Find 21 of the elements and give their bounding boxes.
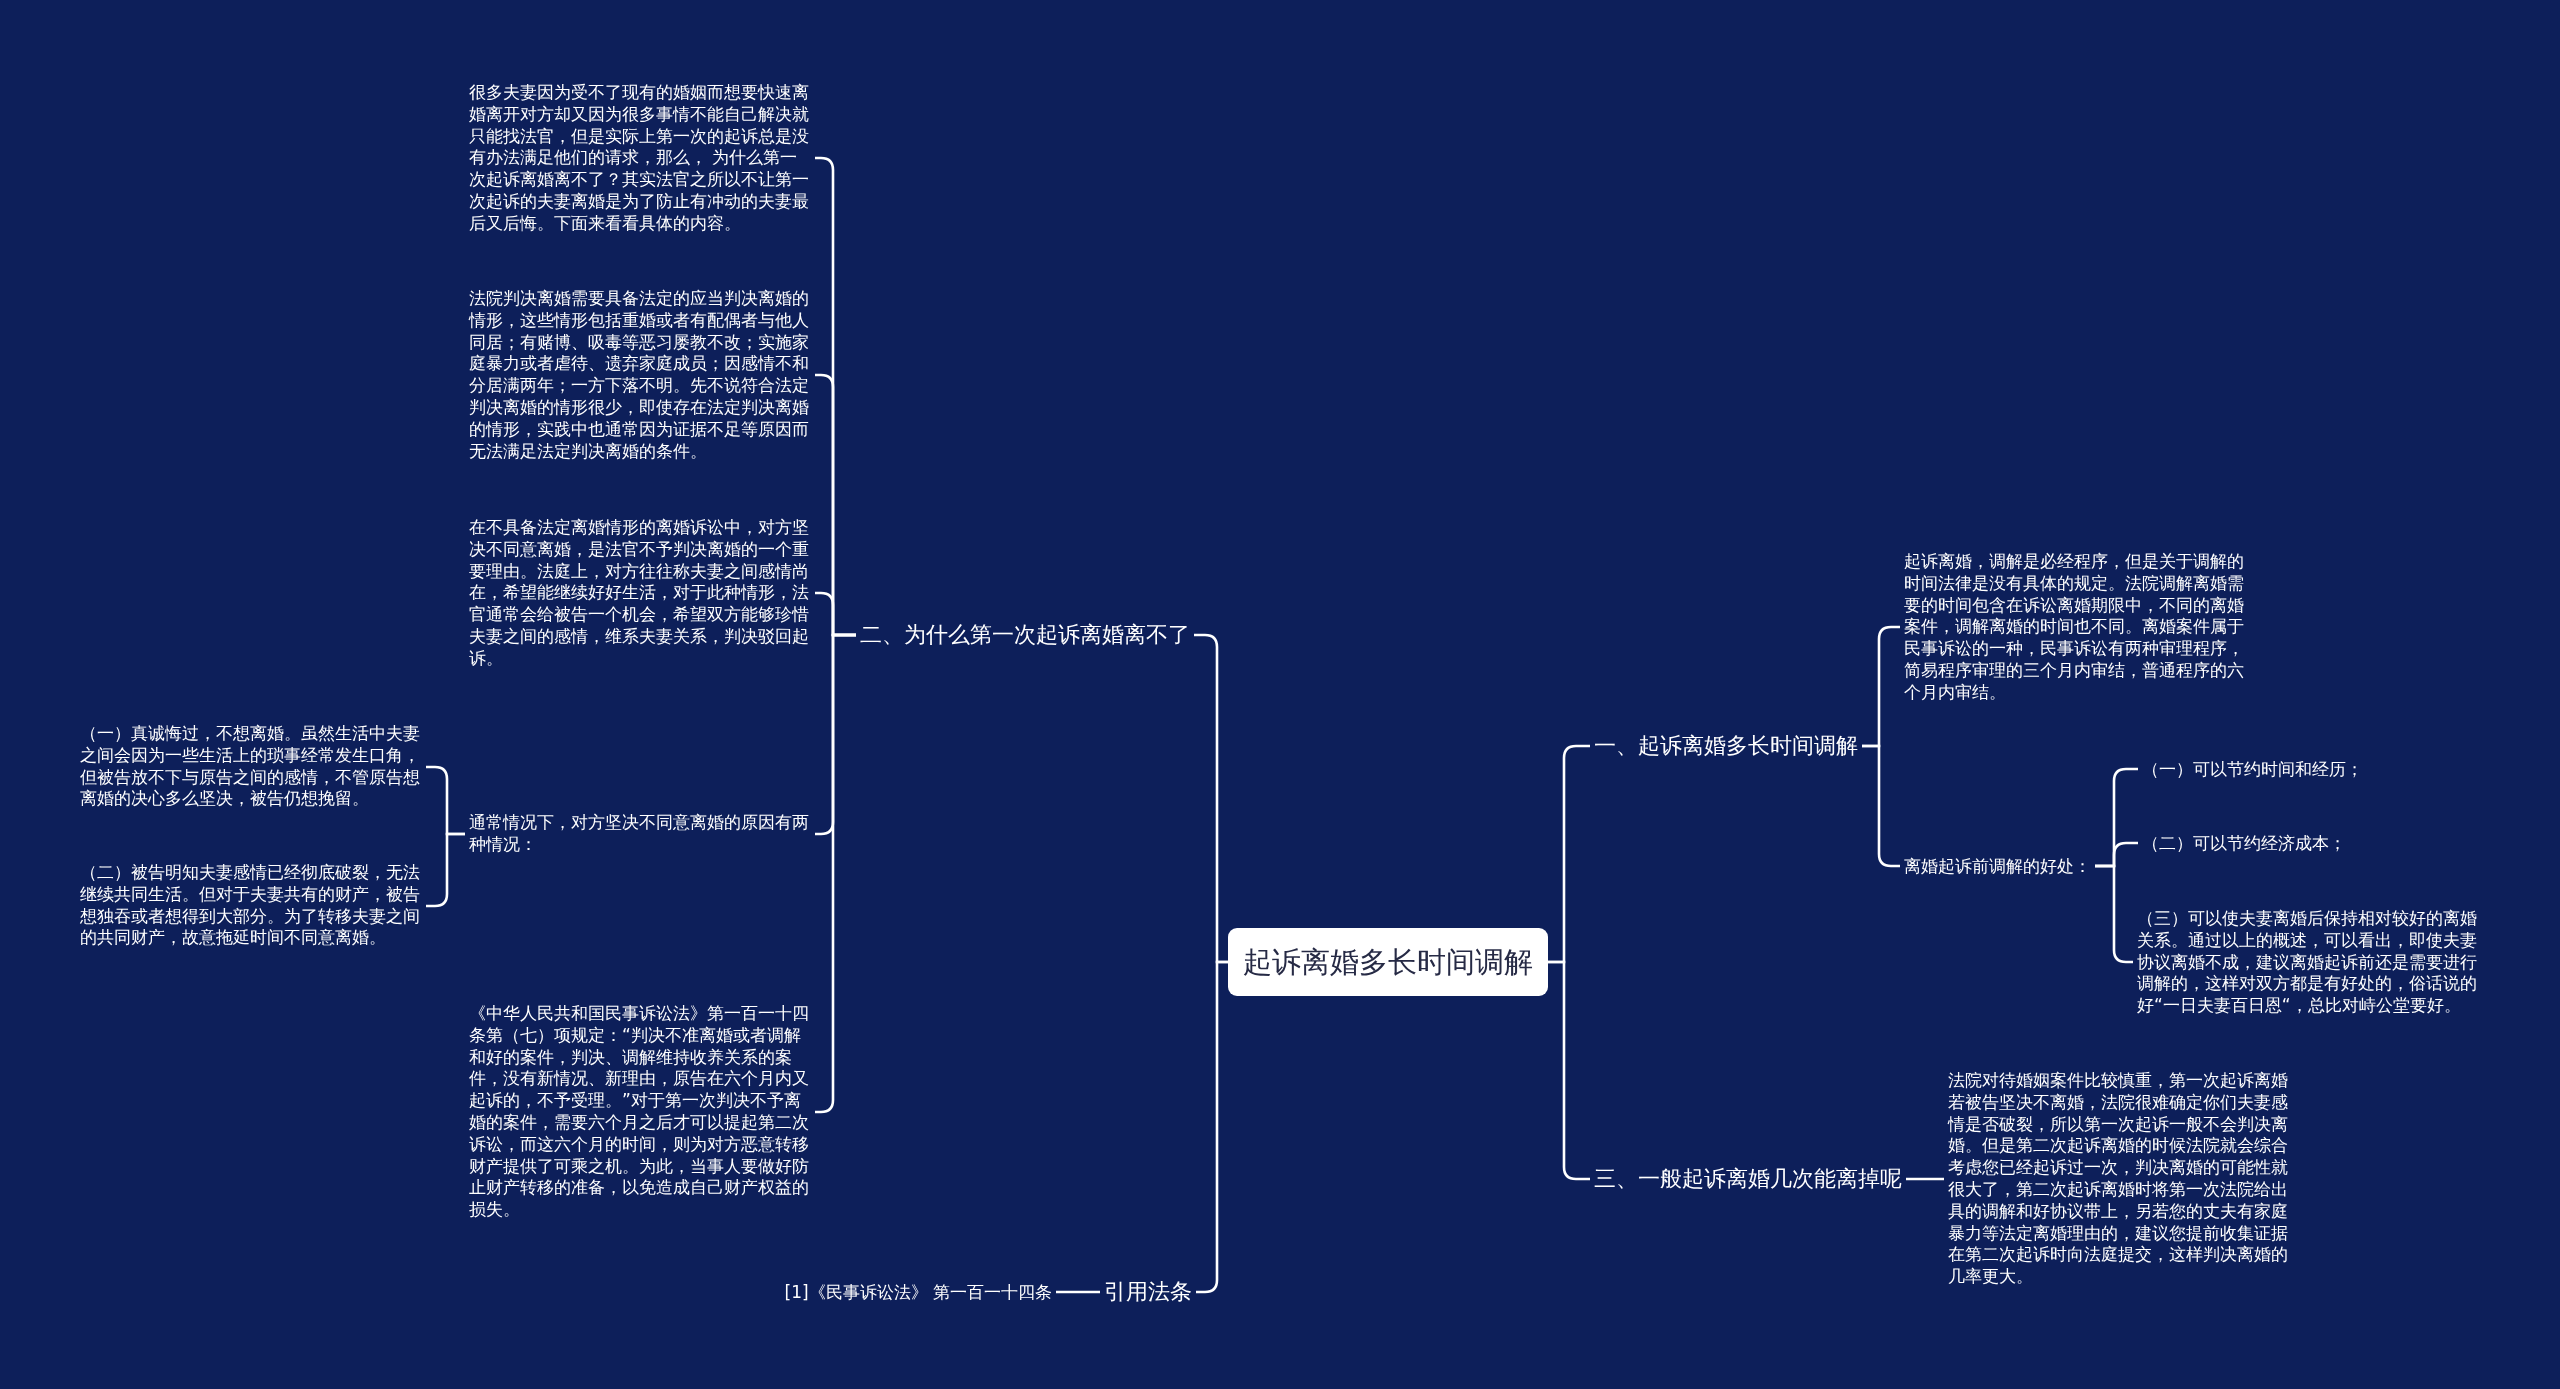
connector-line: [1906, 1177, 1944, 1181]
paragraph: 法院判决离婚需要具备法定的应当判决离婚的情形，这些情形包括重婚或者有配偶者与他人同居；有赌博、吸毒等恶习屡教不改；实施家庭暴力或者虐待、遗弃家庭成员；因感情不和分居满两年；一方下落不明。先不说符合法定判决离婚的情形很少，即使存在法定判决离婚的情形，实践中也通常因为证据不足等原因而无法满足法定判决离婚的条件。: [465, 287, 815, 463]
list-item: （二）可以节约经济成本；: [2138, 832, 2350, 854]
branch-title: 二、为什么第一次起诉离婚离不了: [856, 621, 1194, 649]
topic-box: 起诉离婚多长时间调解: [1228, 928, 1548, 996]
paragraph: （一）真诚悔过，不想离婚。虽然生活中夫妻之间会因为一些生活上的琐事经常发生口角，但被告放不下与原告之间的感情，不管原告想离婚的决心多么坚决，被告仍想挽留。: [76, 723, 426, 811]
paragraph: 在不具备法定离婚情形的离婚诉讼中，对方坚决不同意离婚，是法官不予判决离婚的一个重要理由。法庭上，对方往往称夫妻之间感情尚在，希望能继续好好生活，对于此种情形，法官通常会给被告一个机会，希望双方能够珍惜夫妻之间的感情，维系夫妻关系，判决驳回起诉。: [465, 516, 815, 670]
branch-title: 三、一般起诉离婚几次能离掉呢: [1590, 1165, 1906, 1193]
paragraph: 《中华人民共和国民事诉讼法》第一百一十四条第（七）项规定：“判决不准离婚或者调解和好的案件，判决、调解维持收养关系的案件，没有新情况、新理由，原告在六个月内又起诉的，不予受理。”对于第一次判决不予离婚的案件，需要六个月之后才可以提起第二次诉讼，而这六个月的时间，则为对方恶意转移财产提供了可乘之机。为此，当事人要做好防止财产转移的准备，以免造成自己财产权益的损失。: [465, 1003, 815, 1221]
paragraph: 通常情况下，对方坚决不同意离婚的原因有两种情况：: [465, 812, 815, 856]
branch-title: 引用法条: [1100, 1278, 1196, 1306]
subtopic-text: 离婚起诉前调解的好处：: [1900, 855, 2095, 877]
paragraph: 法院对待婚姻案件比较慎重，第一次起诉离婚若被告坚决不离婚，法院很难确定你们夫妻感情是否破裂，所以第一次起诉一般不会判决离婚。但是第二次起诉离婚的时候法院就会综合考虑您已经起诉过一次，判决离婚的可能性就很大了，第二次起诉离婚时将第一次法院给出具的调解和好协议带上，另若您的丈夫有家庭暴力等法定离婚理由的，建议您提前收集证据在第二次起诉时向法庭提交，这样判决离婚的几率更大。: [1944, 1070, 2294, 1288]
paragraph: 起诉离婚，调解是必经程序，但是关于调解的时间法律是没有具体的规定。法院调解离婚需要的时间包含在诉讼离婚期限中，不同的离婚案件，调解离婚的时间也不同。离婚案件属于民事诉讼的一种，民事诉讼有两种审理程序，简易程序审理的三个月内审结，普通程序的六个月内审结。: [1900, 550, 2250, 704]
connector-line: [1056, 1290, 1100, 1294]
paragraph: 很多夫妻因为受不了现有的婚姻而想要快速离婚离开对方却又因为很多事情不能自己解决就只能找法官，但是实际上第一次的起诉总是没有办法满足他们的请求，那么， 为什么第一次起诉离婚离不了？其实法官之所以不让第一次起诉的夫妻离婚是为了防止有冲动的夫妻最后又后悔。下面来看看具体的内容。: [465, 81, 815, 235]
branch-title: 一、起诉离婚多长时间调解: [1590, 732, 1862, 760]
list-item: （一）可以节约时间和经历；: [2138, 758, 2367, 780]
paragraph: （三）可以使夫妻离婚后保持相对较好的离婚关系。通过以上的概述，可以看出，即使夫妻协议离婚不成，建议离婚起诉前还是需要进行调解的，这样对双方都是有好处的，俗话说的好“一日夫妻百日恩“，总比对峙公堂要好。: [2133, 907, 2485, 1017]
paragraph: （二）被告明知夫妻感情已经彻底破裂，无法继续共同生活。但对于夫妻共有的财产，被告想独吞或者想得到大部分。为了转移夫妻之间的共同财产，故意拖延时间不同意离婚。: [76, 862, 426, 950]
citation: [1]《民事诉讼法》 第一百一十四条: [780, 1281, 1056, 1303]
